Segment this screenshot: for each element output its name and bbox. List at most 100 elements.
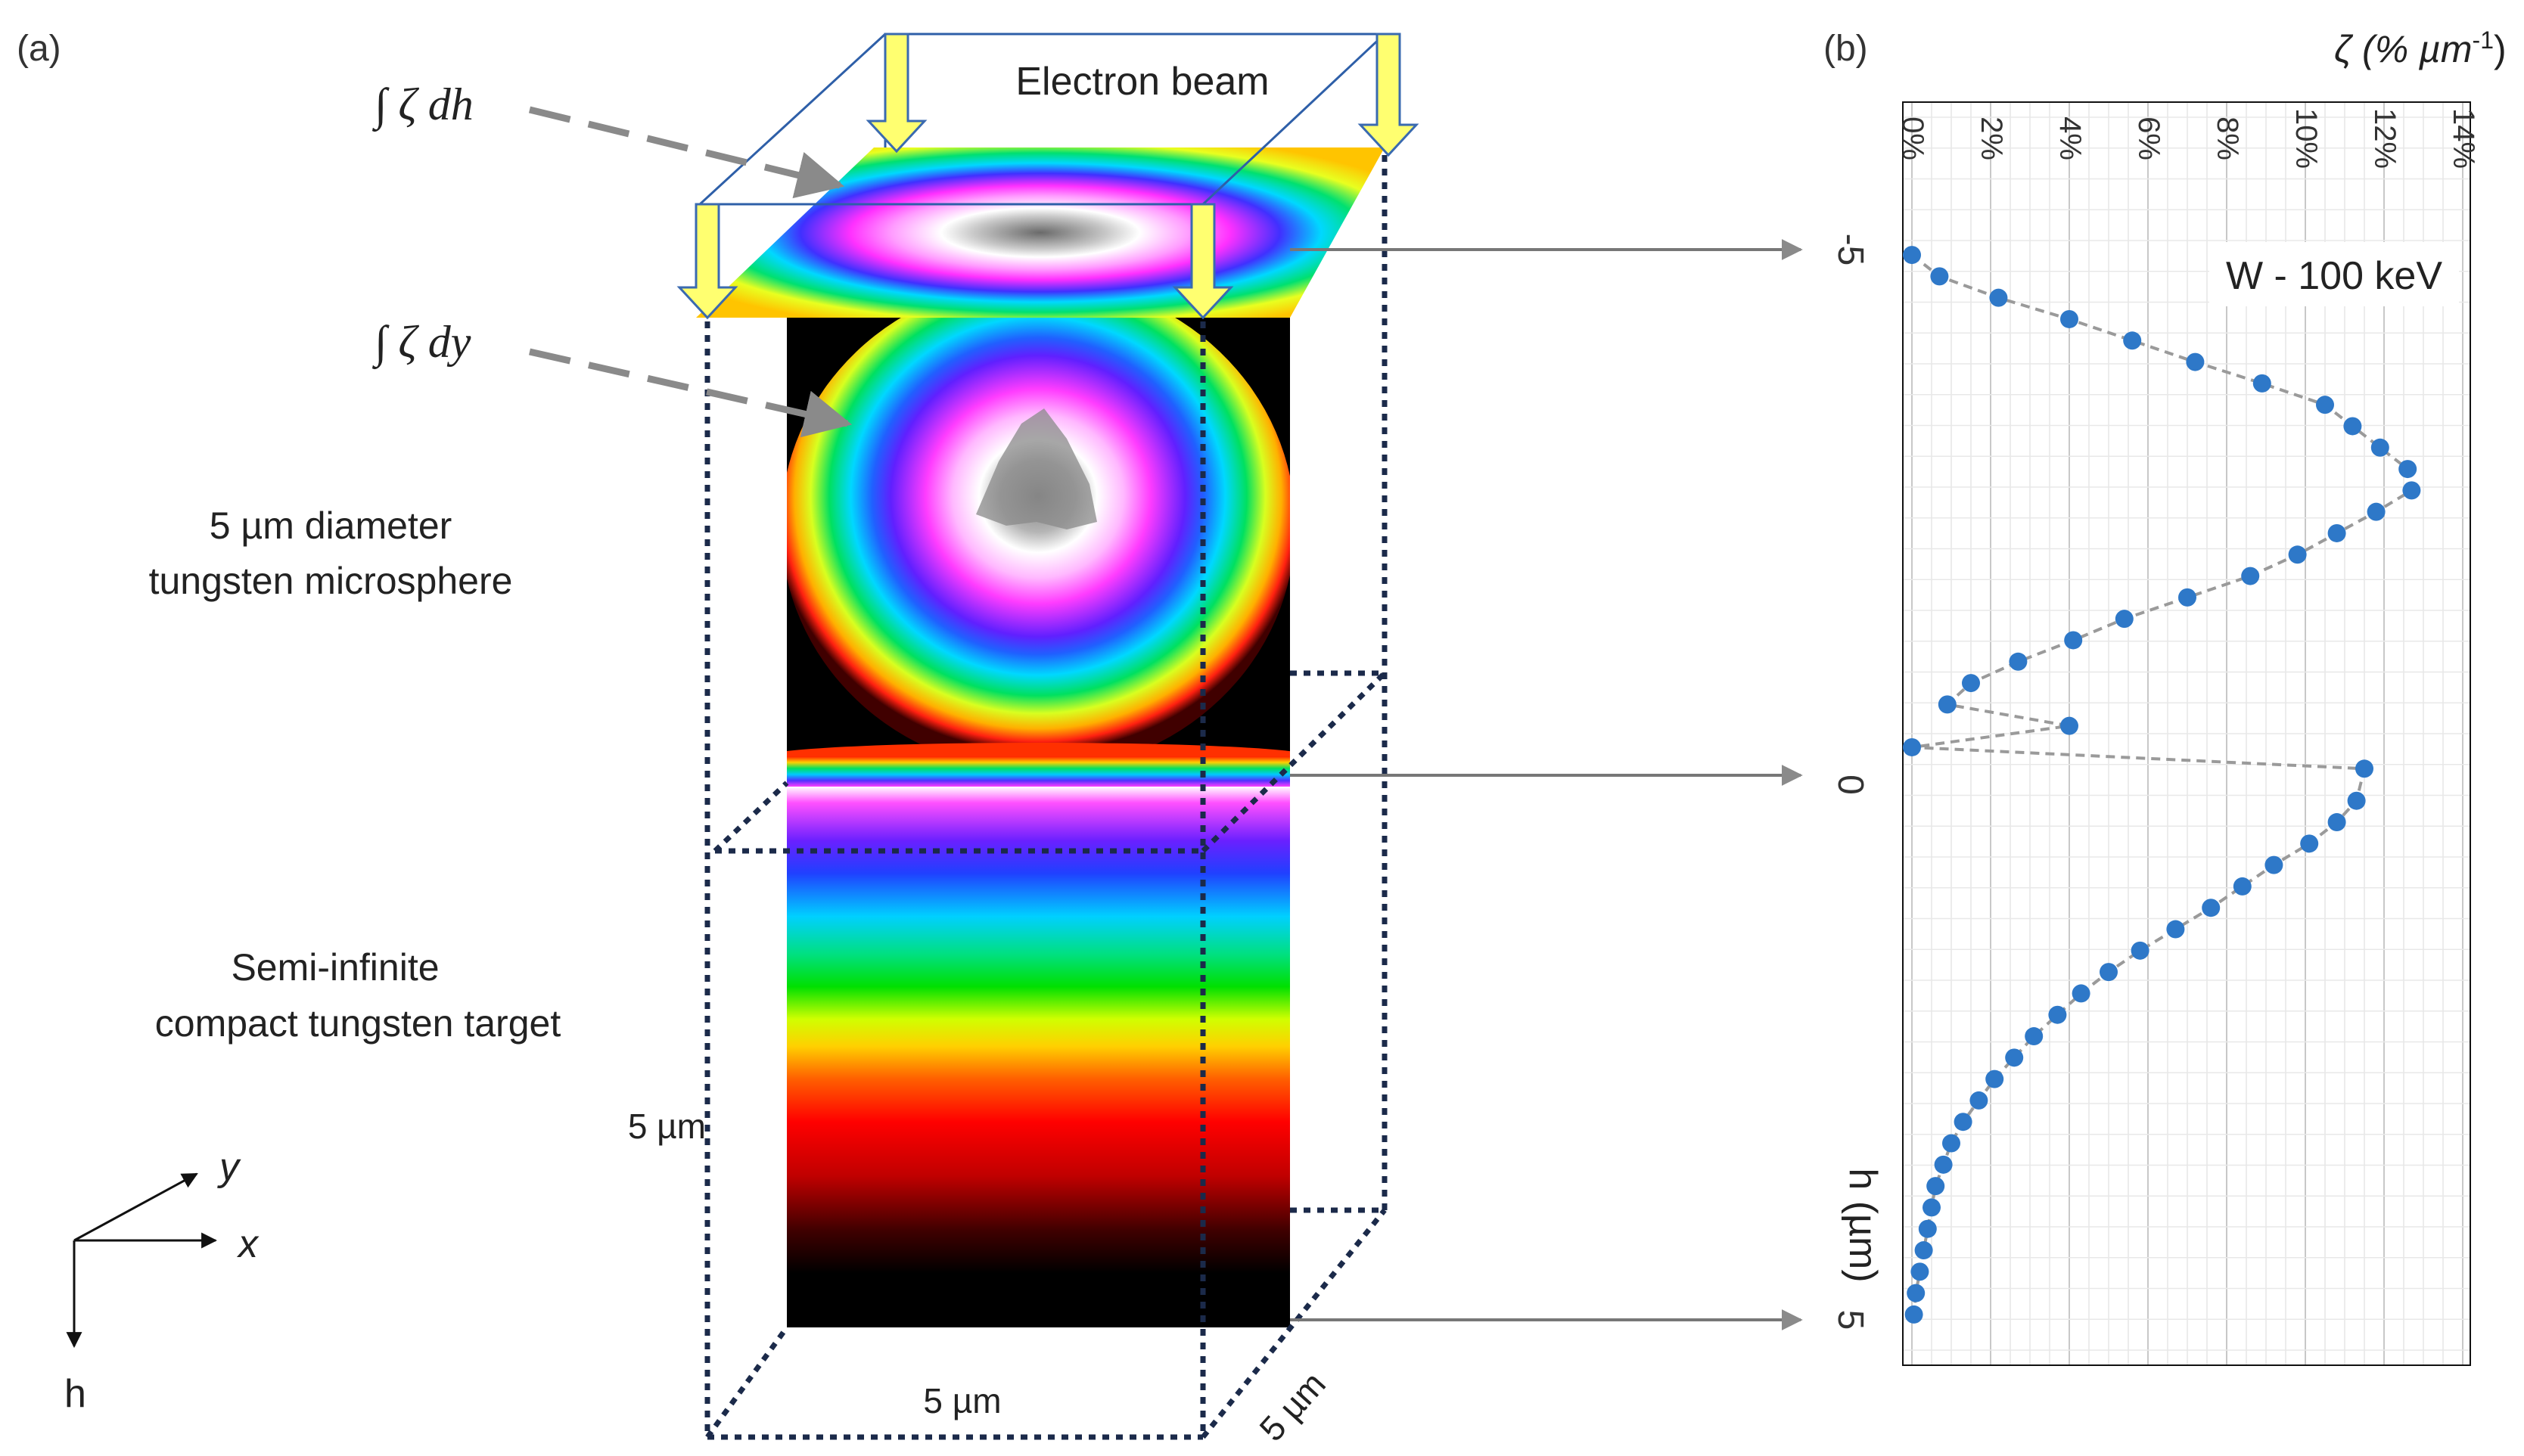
y-tick-label: -5: [1830, 234, 1870, 266]
axis-x-label: x: [236, 1222, 260, 1266]
data-point: [1962, 674, 1980, 693]
box-back-edges: [1290, 155, 1388, 1213]
data-point: [2005, 1048, 2024, 1067]
data-point: [1954, 1113, 1972, 1132]
pointer-arrow-dy: [529, 348, 853, 438]
x-tick-label: 8%: [2211, 116, 2244, 160]
top-axis-sup: -1: [2473, 26, 2494, 54]
legend-label: W - 100 keV: [2226, 254, 2442, 298]
data-point: [1926, 1177, 1945, 1196]
data-point: [1938, 695, 1957, 714]
sphere-label-line1: 5 µm diameter: [210, 504, 452, 547]
chart-x-ticks: 0% 2% 4% 6% 8% 10% 12% 14%: [1896, 108, 2480, 169]
y-tick-label: 5: [1830, 1310, 1870, 1330]
data-point: [2178, 588, 2196, 607]
data-point: [1969, 1091, 1988, 1110]
chart-plot-area: [1902, 101, 2471, 1366]
target-projection-map: [787, 787, 1290, 1327]
data-point: [2327, 813, 2346, 832]
data-point: [2370, 438, 2389, 457]
coordinate-axes: [66, 1172, 218, 1349]
data-point: [2100, 963, 2118, 982]
data-point: [2402, 481, 2421, 500]
axis-y-label: y: [217, 1145, 241, 1189]
pointer-arrow-dh: [528, 106, 845, 199]
data-point: [1914, 1241, 1933, 1260]
data-point: [2123, 331, 2142, 350]
electron-beam-arrows: [676, 33, 1419, 320]
data-point: [1903, 246, 1921, 265]
data-point: [2288, 545, 2307, 564]
top-axis-close: ): [2494, 28, 2507, 70]
dim-depth-label: 5 µm: [1251, 1364, 1333, 1448]
series-dashed-line: [1910, 253, 2414, 1315]
data-point: [1907, 1284, 1926, 1302]
data-point: [2131, 941, 2149, 960]
data-point: [2355, 759, 2373, 778]
data-point: [2264, 855, 2283, 874]
panel-b: (b) ζ (% µm-1) 0%2%4%6%8%10%12%14% -505 …: [1823, 26, 2507, 1366]
box-front-edges: [704, 321, 1387, 1440]
panel-a-label: (a): [17, 29, 61, 69]
x-tick-label: 6%: [2132, 116, 2165, 160]
data-point: [2300, 834, 2319, 853]
data-point: [2327, 523, 2346, 542]
beam-arrow-icon: [1172, 203, 1234, 320]
data-point: [2166, 920, 2185, 939]
x-tick-label: 0%: [1896, 116, 1929, 160]
data-point: [2060, 309, 2078, 328]
electron-beam-label: Electron beam: [1015, 60, 1269, 104]
data-point: [2072, 984, 2090, 1003]
data-point: [1910, 1262, 1929, 1281]
data-point: [2367, 502, 2386, 521]
integral-dh-label: ∫ ζ dh: [372, 79, 474, 132]
chart-y-ticks: -5 0 5: [1830, 234, 1870, 1330]
data-point: [2115, 610, 2134, 629]
panel-b-label: (b): [1823, 29, 1868, 69]
data-point: [2048, 1005, 2067, 1024]
sphere-label-line2: tungsten microsphere: [149, 560, 513, 602]
x-tick-label: 14%: [2447, 108, 2480, 169]
data-point: [2347, 791, 2366, 810]
data-point: [2241, 567, 2260, 585]
beam-arrow-icon: [866, 33, 928, 154]
data-point: [2233, 877, 2252, 896]
beam-arrow-icon: [676, 203, 738, 320]
data-point: [2398, 460, 2417, 479]
beam-arrow-icon: [1357, 33, 1419, 157]
data-point: [2009, 652, 2028, 671]
top-axis-title: ζ (% µm-1): [2334, 26, 2507, 70]
dim-height-label: 5 µm: [628, 1107, 706, 1146]
data-point: [1903, 737, 1921, 756]
data-point: [2252, 374, 2271, 393]
target-label-line2: compact tungsten target: [155, 1002, 561, 1045]
legend-box: [2209, 242, 2459, 306]
panel-a: (a) Electron beam ∫ ζ dh ∫ ζ dy 5 µm dia…: [17, 29, 1803, 1448]
h-axis-label: h (µm): [1841, 1168, 1885, 1282]
data-point: [1942, 1134, 1960, 1153]
dim-width-label: 5 µm: [923, 1381, 1001, 1420]
data-point: [2064, 631, 2083, 650]
series-points: [1903, 246, 2421, 1324]
data-point: [2025, 1027, 2044, 1046]
data-point: [2186, 352, 2205, 371]
x-tick-label: 2%: [1975, 116, 2008, 160]
connector-arrows: [1290, 239, 1803, 1330]
x-tick-label: 4%: [2053, 116, 2087, 160]
data-point: [1934, 1155, 1953, 1174]
sphere-projection-map: [787, 318, 1290, 756]
axis-h-label: h: [64, 1372, 86, 1416]
data-point: [1904, 1305, 1923, 1324]
data-point: [2202, 899, 2221, 917]
data-point: [2060, 716, 2078, 735]
integral-dy-label: ∫ ζ dy: [372, 317, 471, 370]
x-tick-label: 12%: [2368, 108, 2401, 169]
y-tick-label: 0: [1830, 775, 1870, 795]
data-point: [2316, 396, 2334, 414]
interface-strip: [787, 756, 1290, 787]
data-point: [1985, 1069, 2004, 1088]
data-point: [1918, 1219, 1937, 1238]
data-point: [1989, 288, 2008, 307]
x-tick-label: 10%: [2289, 108, 2323, 169]
